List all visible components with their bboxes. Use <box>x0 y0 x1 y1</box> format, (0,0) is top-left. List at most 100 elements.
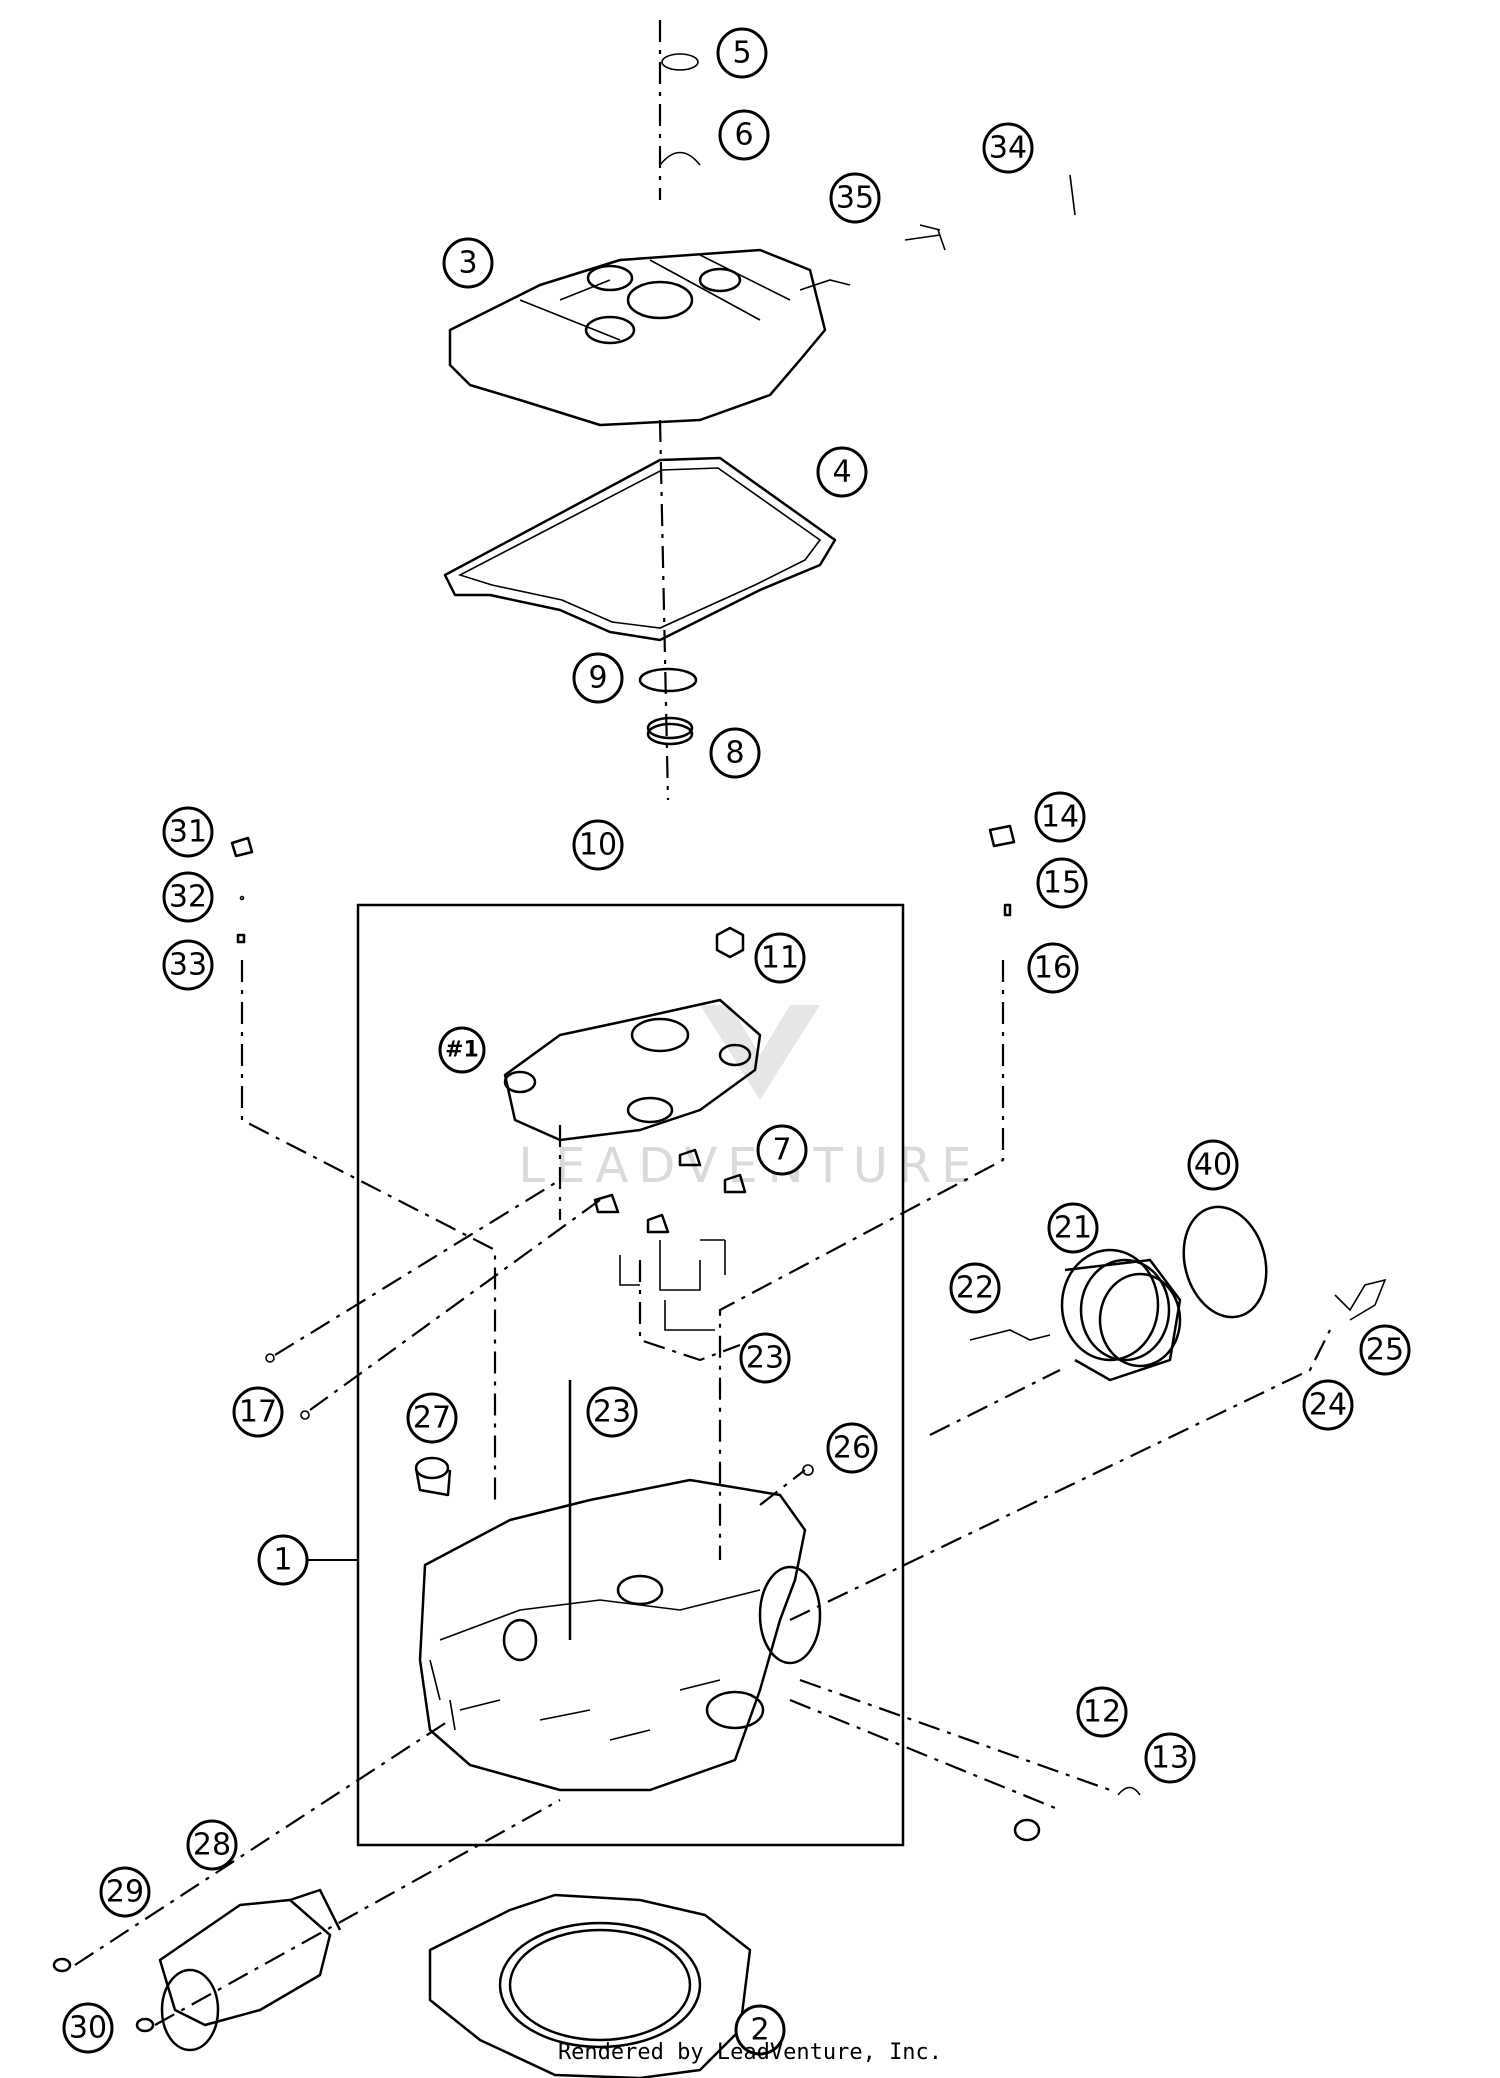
callout-3[interactable]: 3 <box>442 237 494 289</box>
svg-text:34: 34 <box>989 131 1027 166</box>
svg-text:32: 32 <box>169 880 207 915</box>
svg-text:12: 12 <box>1083 1695 1121 1730</box>
callout-23a[interactable]: 23 <box>739 1332 791 1384</box>
valve-cover-gasket <box>443 456 837 642</box>
callout-12[interactable]: 12 <box>1076 1686 1128 1738</box>
svg-text:15: 15 <box>1043 866 1081 901</box>
svg-text:9: 9 <box>588 661 607 696</box>
svg-text:23: 23 <box>746 1341 784 1376</box>
callout-29[interactable]: 29 <box>99 1866 151 1918</box>
svg-text:35: 35 <box>836 181 874 216</box>
dowel-7b <box>723 1173 747 1194</box>
svg-text:2: 2 <box>750 2013 769 2048</box>
callout-33[interactable]: 33 <box>162 939 214 991</box>
callout-16[interactable]: 16 <box>1027 942 1079 994</box>
bolt-35 <box>904 224 946 251</box>
callout-27[interactable]: 27 <box>406 1392 458 1444</box>
ring-8-inner <box>646 722 694 746</box>
nut-30b <box>135 2017 155 2033</box>
support-bracket <box>619 1239 726 1331</box>
callout-25[interactable]: 25 <box>1359 1324 1411 1376</box>
svg-text:1: 1 <box>273 1543 292 1578</box>
svg-text:29: 29 <box>106 1875 144 1910</box>
callout-1[interactable]: 1 <box>257 1534 309 1586</box>
nut-31 <box>230 836 254 858</box>
callout-34[interactable]: 34 <box>982 122 1034 174</box>
svg-text:17: 17 <box>239 1395 277 1430</box>
intake-manifold-21 <box>1060 1248 1182 1382</box>
svg-text:26: 26 <box>833 1431 871 1466</box>
svg-text:30: 30 <box>69 2011 107 2046</box>
svg-text:22: 22 <box>956 1271 994 1306</box>
callout-13[interactable]: 13 <box>1144 1732 1196 1784</box>
rendered-by-credit: Rendered by LeadVenture, Inc. <box>557 2040 943 2065</box>
callout-35[interactable]: 35 <box>829 172 881 224</box>
callout-6[interactable]: 6 <box>718 109 770 161</box>
callout-40[interactable]: 40 <box>1187 1139 1239 1191</box>
watermark-text: LEADVENTURE <box>518 1138 981 1194</box>
callout-9[interactable]: 9 <box>572 652 624 704</box>
part-6-seal <box>659 151 701 166</box>
svg-text:4: 4 <box>832 455 851 490</box>
svg-text:10: 10 <box>579 828 617 863</box>
callouts: 1 2 3 4 5 6 7 8 9 10 11 12 13 14 15 16 1… <box>62 27 1411 2056</box>
svg-text:27: 27 <box>413 1401 451 1436</box>
callout-10[interactable]: 10 <box>572 819 624 871</box>
callout-24[interactable]: 24 <box>1302 1379 1354 1431</box>
camshaft-carrier <box>503 998 762 1142</box>
part-5-cap <box>661 53 699 71</box>
callout-11[interactable]: 11 <box>754 932 806 984</box>
callout-22[interactable]: 22 <box>949 1262 1001 1314</box>
callout-31[interactable]: 31 <box>162 806 214 858</box>
svg-text:16: 16 <box>1034 951 1072 986</box>
svg-text:#1: #1 <box>445 1038 479 1063</box>
svg-text:14: 14 <box>1041 800 1079 835</box>
callout-26[interactable]: 26 <box>826 1422 878 1474</box>
svg-text:7: 7 <box>772 1133 791 1168</box>
exhaust-flange <box>158 1888 342 2052</box>
callout-2[interactable]: 2 <box>734 2004 786 2056</box>
callout-7[interactable]: 7 <box>756 1124 808 1176</box>
callout-28[interactable]: 28 <box>186 1819 238 1871</box>
svg-text:28: 28 <box>193 1828 231 1863</box>
svg-text:13: 13 <box>1151 1741 1189 1776</box>
callout-8[interactable]: 8 <box>709 727 761 779</box>
svg-text:23: 23 <box>593 1395 631 1430</box>
o-ring-40 <box>1182 1205 1268 1319</box>
callout-30[interactable]: 30 <box>62 2002 114 2054</box>
assembly-lines <box>74 20 1331 2026</box>
valve-cover <box>448 248 851 427</box>
dowel-7d <box>646 1213 670 1234</box>
plug-13 <box>1117 1786 1141 1796</box>
bolt-15 <box>1003 903 1012 917</box>
svg-text:11: 11 <box>761 941 799 976</box>
nut-11 <box>715 926 745 959</box>
part-25 <box>1334 1278 1387 1321</box>
svg-text:5: 5 <box>732 36 751 71</box>
callout-14[interactable]: 14 <box>1034 791 1086 843</box>
bolt-17b <box>300 1410 310 1420</box>
callout-5[interactable]: 5 <box>716 27 768 79</box>
callout-17[interactable]: 17 <box>232 1386 284 1438</box>
bolt-26 <box>802 1464 814 1476</box>
svg-text:21: 21 <box>1054 1211 1092 1246</box>
callout-23b[interactable]: 23 <box>586 1386 638 1438</box>
dowel-7a <box>678 1148 702 1167</box>
nut-14 <box>988 824 1016 848</box>
bolt-33 <box>236 933 246 944</box>
bolt-17a <box>265 1353 275 1363</box>
callout-hash-1[interactable]: #1 <box>438 1026 486 1074</box>
nut-30a <box>52 1957 72 1973</box>
callout-21[interactable]: 21 <box>1047 1202 1099 1254</box>
clamp-22 <box>969 1329 1051 1341</box>
cylinder-head <box>418 1478 822 1792</box>
callout-4[interactable]: 4 <box>816 446 868 498</box>
plug-12 <box>1013 1818 1041 1842</box>
callout-15[interactable]: 15 <box>1036 857 1088 909</box>
callout-32[interactable]: 32 <box>162 871 214 923</box>
ring-8 <box>646 716 694 740</box>
svg-text:24: 24 <box>1309 1388 1347 1423</box>
svg-text:6: 6 <box>734 118 753 153</box>
bolt-34 <box>1069 174 1076 216</box>
